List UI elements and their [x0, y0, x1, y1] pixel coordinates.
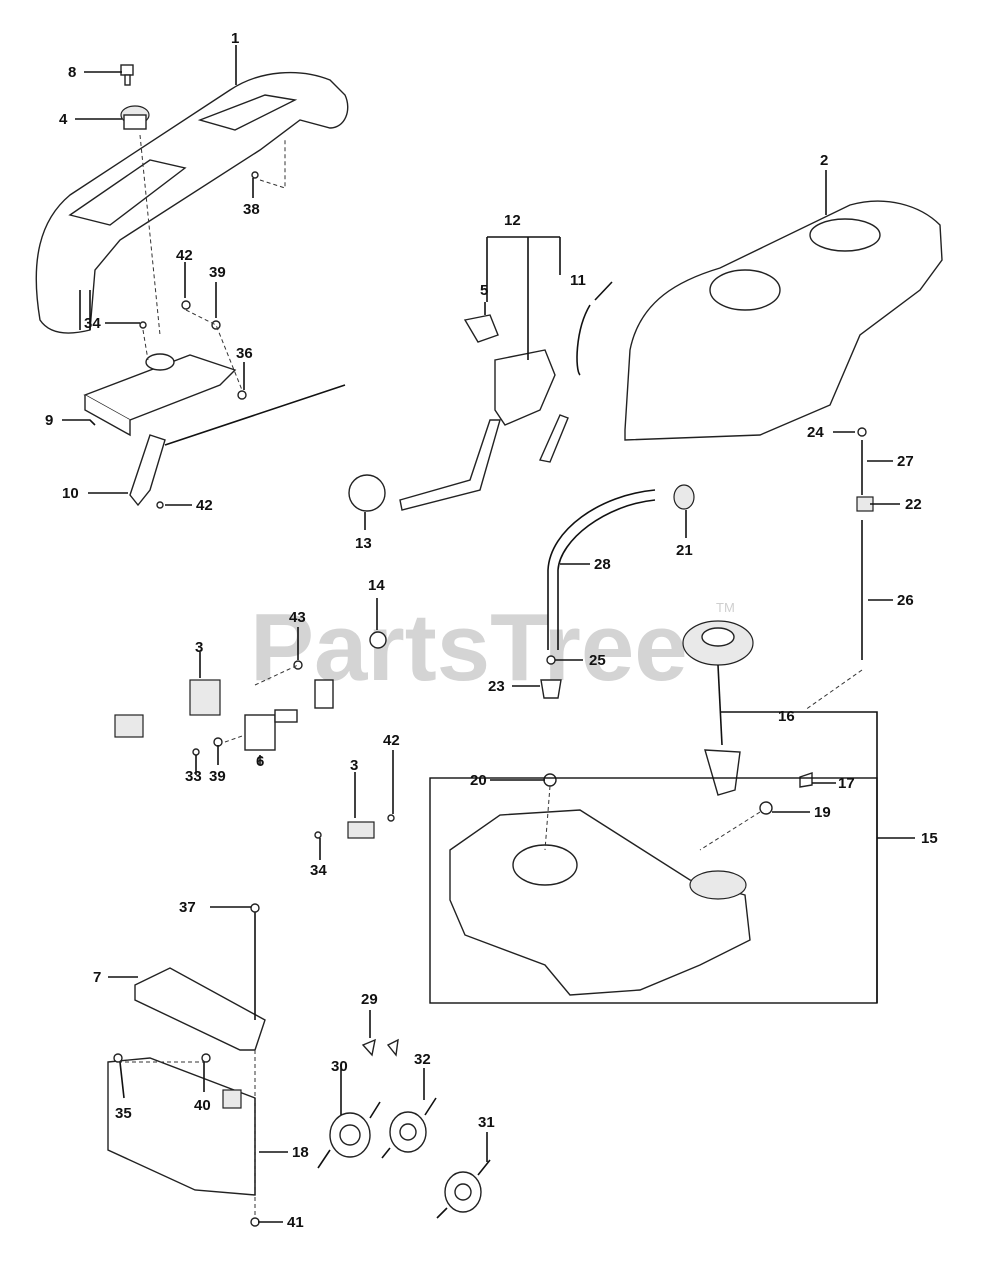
part-8-key — [120, 64, 134, 86]
callout-16: 16 — [778, 708, 795, 725]
callout-7: 7 — [93, 969, 101, 986]
callout-23: 23 — [488, 678, 505, 695]
part-41-nut — [250, 1217, 260, 1227]
part-16-fuel-cap — [682, 620, 754, 796]
callout-26: 26 — [897, 592, 914, 609]
callout-6: 6 — [256, 753, 264, 770]
part-7-battery-hold-down — [134, 967, 266, 1051]
callout-19: 19 — [814, 804, 831, 821]
part-35-bolt — [113, 1053, 123, 1063]
callout-8: 8 — [68, 64, 76, 81]
callout-32: 32 — [414, 1051, 431, 1068]
callout-2: 2 — [820, 152, 828, 169]
callout-22: 22 — [905, 496, 922, 513]
part-23-valve — [540, 679, 562, 699]
part-43-nut — [293, 660, 303, 670]
callout-43: 43 — [289, 609, 306, 626]
callout-5: 5 — [480, 282, 488, 299]
part-6-solenoid — [244, 679, 334, 751]
callout-28: 28 — [594, 556, 611, 573]
part-39-washer-a — [211, 320, 221, 330]
part-11-cable — [539, 281, 613, 463]
callout-27: 27 — [897, 453, 914, 470]
callout-42: 42 — [383, 732, 400, 749]
callout-3: 3 — [350, 757, 358, 774]
part-10-throttle-lever — [129, 384, 346, 507]
callout-18: 18 — [292, 1144, 309, 1161]
part-24-clip — [857, 427, 867, 437]
part-30-battery-cable — [317, 1101, 381, 1169]
callout-41: 41 — [287, 1214, 304, 1231]
callout-34: 34 — [84, 315, 101, 332]
callout-9: 9 — [45, 412, 53, 429]
callout-33: 33 — [185, 768, 202, 785]
callout-21: 21 — [676, 542, 693, 559]
part-42-nut-b — [156, 501, 164, 509]
part-2-fender-cover — [624, 200, 943, 441]
part-4-ignition-switch — [120, 105, 150, 130]
callout-31: 31 — [478, 1114, 495, 1131]
part-42-nut-a — [181, 300, 191, 310]
callout-42: 42 — [176, 247, 193, 264]
callout-37: 37 — [179, 899, 196, 916]
part-18-battery — [107, 1057, 256, 1196]
part-34-screw-a — [139, 321, 147, 329]
callout-10: 10 — [62, 485, 79, 502]
callout-15: 15 — [921, 830, 938, 847]
callout-3: 3 — [195, 639, 203, 656]
callout-36: 36 — [236, 345, 253, 362]
part-21-grommet — [673, 484, 695, 510]
part-39-washer-b — [213, 737, 223, 747]
callout-13: 13 — [355, 535, 372, 552]
part-33-screw — [192, 748, 200, 756]
part-1-console-cover — [35, 71, 349, 334]
part-13-lever-knob — [348, 474, 386, 512]
part-28-vent-hose — [547, 489, 656, 650]
callout-35: 35 — [115, 1105, 132, 1122]
part-3-switch-a — [189, 679, 221, 716]
leader-lines — [62, 45, 915, 1223]
callout-40: 40 — [194, 1097, 211, 1114]
callout-1: 1 — [231, 30, 239, 47]
callout-4: 4 — [59, 111, 68, 128]
callout-24: 24 — [807, 424, 824, 441]
part-20-cap — [543, 773, 557, 787]
callout-34: 34 — [310, 862, 327, 879]
callout-17: 17 — [838, 775, 855, 792]
callout-14: 14 — [368, 577, 385, 594]
part-36-bolt — [237, 390, 247, 400]
part-34-screw-b — [314, 831, 322, 839]
callout-20: 20 — [470, 772, 487, 789]
part-14-plug — [369, 631, 387, 649]
callout-39: 39 — [209, 768, 226, 785]
part-38-screw — [251, 171, 259, 179]
callout-25: 25 — [589, 652, 606, 669]
part-17-fitting — [799, 772, 813, 788]
callout-42: 42 — [196, 497, 213, 514]
callout-38: 38 — [243, 201, 260, 218]
part-32-battery-cable — [381, 1097, 437, 1159]
part-31-ground-cable — [436, 1159, 491, 1219]
part-25-clamp — [546, 655, 556, 665]
part-29-terminal — [361, 1038, 376, 1057]
watermark-trademark: TM — [716, 600, 735, 615]
part-12-lever-assembly — [399, 314, 556, 511]
part-40-nut — [201, 1053, 211, 1063]
part-19-grommet — [759, 801, 773, 815]
callout-11: 11 — [570, 272, 586, 289]
callout-labels: 1 2 3 3 4 5 6 7 8 9 10 11 12 13 14 15 16… — [45, 30, 938, 1231]
part-15-fuel-tank — [449, 809, 751, 996]
part-3-switch-b — [347, 821, 375, 839]
part-9-bracket — [83, 353, 237, 437]
callout-30: 30 — [331, 1058, 348, 1075]
callout-39: 39 — [209, 264, 226, 281]
callout-12: 12 — [504, 212, 521, 229]
part-42-nut-c — [387, 814, 395, 822]
callout-29: 29 — [361, 991, 378, 1008]
connector-plug — [114, 714, 144, 738]
